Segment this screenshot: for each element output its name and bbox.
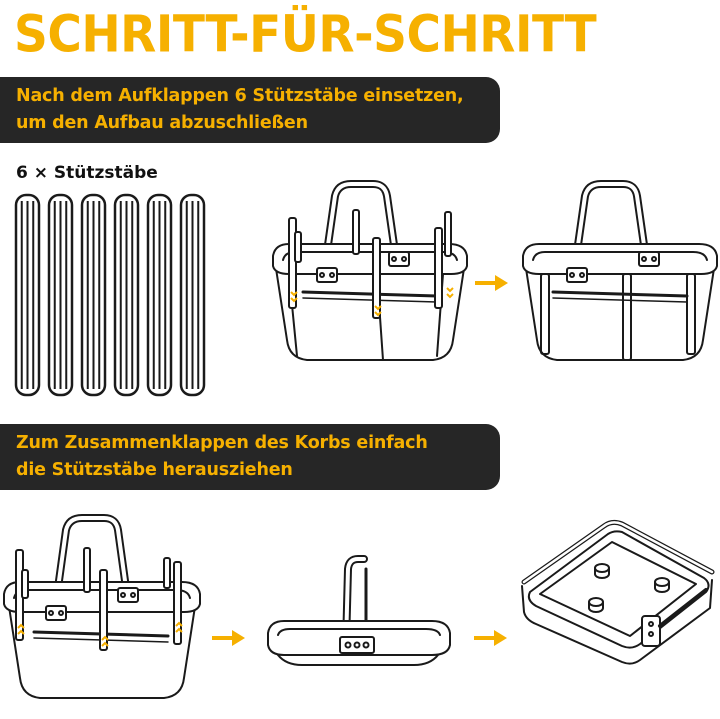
basket-with-sticks-icon: [272, 180, 468, 361]
basket-folded-icon: [521, 519, 715, 665]
support-stick-icon: [146, 193, 173, 397]
arrow-right-icon: [475, 275, 508, 291]
support-stick-icon: [80, 193, 107, 397]
step-1-banner: Nach dem Aufklappen 6 Stützstäbe einsetz…: [0, 77, 500, 143]
basket-removing-sticks-icon: [3, 514, 201, 699]
step-1-text-line-1: Nach dem Aufklappen 6 Stützstäbe einsetz…: [16, 86, 464, 106]
support-stick-icon: [179, 193, 206, 397]
page-title: SCHRITT-FÜR-SCHRITT: [14, 5, 597, 65]
step-2-banner: Zum Zusammenklappen des Korbs einfach di…: [0, 424, 500, 490]
support-stick-icon: [113, 193, 140, 397]
support-stick-icon: [14, 193, 41, 397]
support-stick-icon: [47, 193, 74, 397]
step-2-text-line-1: Zum Zusammenklappen des Korbs einfach: [16, 433, 428, 453]
basket-assembled-icon: [522, 180, 718, 361]
arrow-right-icon: [212, 630, 245, 646]
sticks-label: 6 × Stützstäbe: [16, 163, 158, 183]
step-1-text-line-2: um den Aufbau abzuschließen: [16, 113, 308, 133]
basket-folding-icon: [267, 555, 451, 666]
step-2-text-line-2: die Stützstäbe herausziehen: [16, 460, 293, 480]
arrow-right-icon: [474, 630, 507, 646]
